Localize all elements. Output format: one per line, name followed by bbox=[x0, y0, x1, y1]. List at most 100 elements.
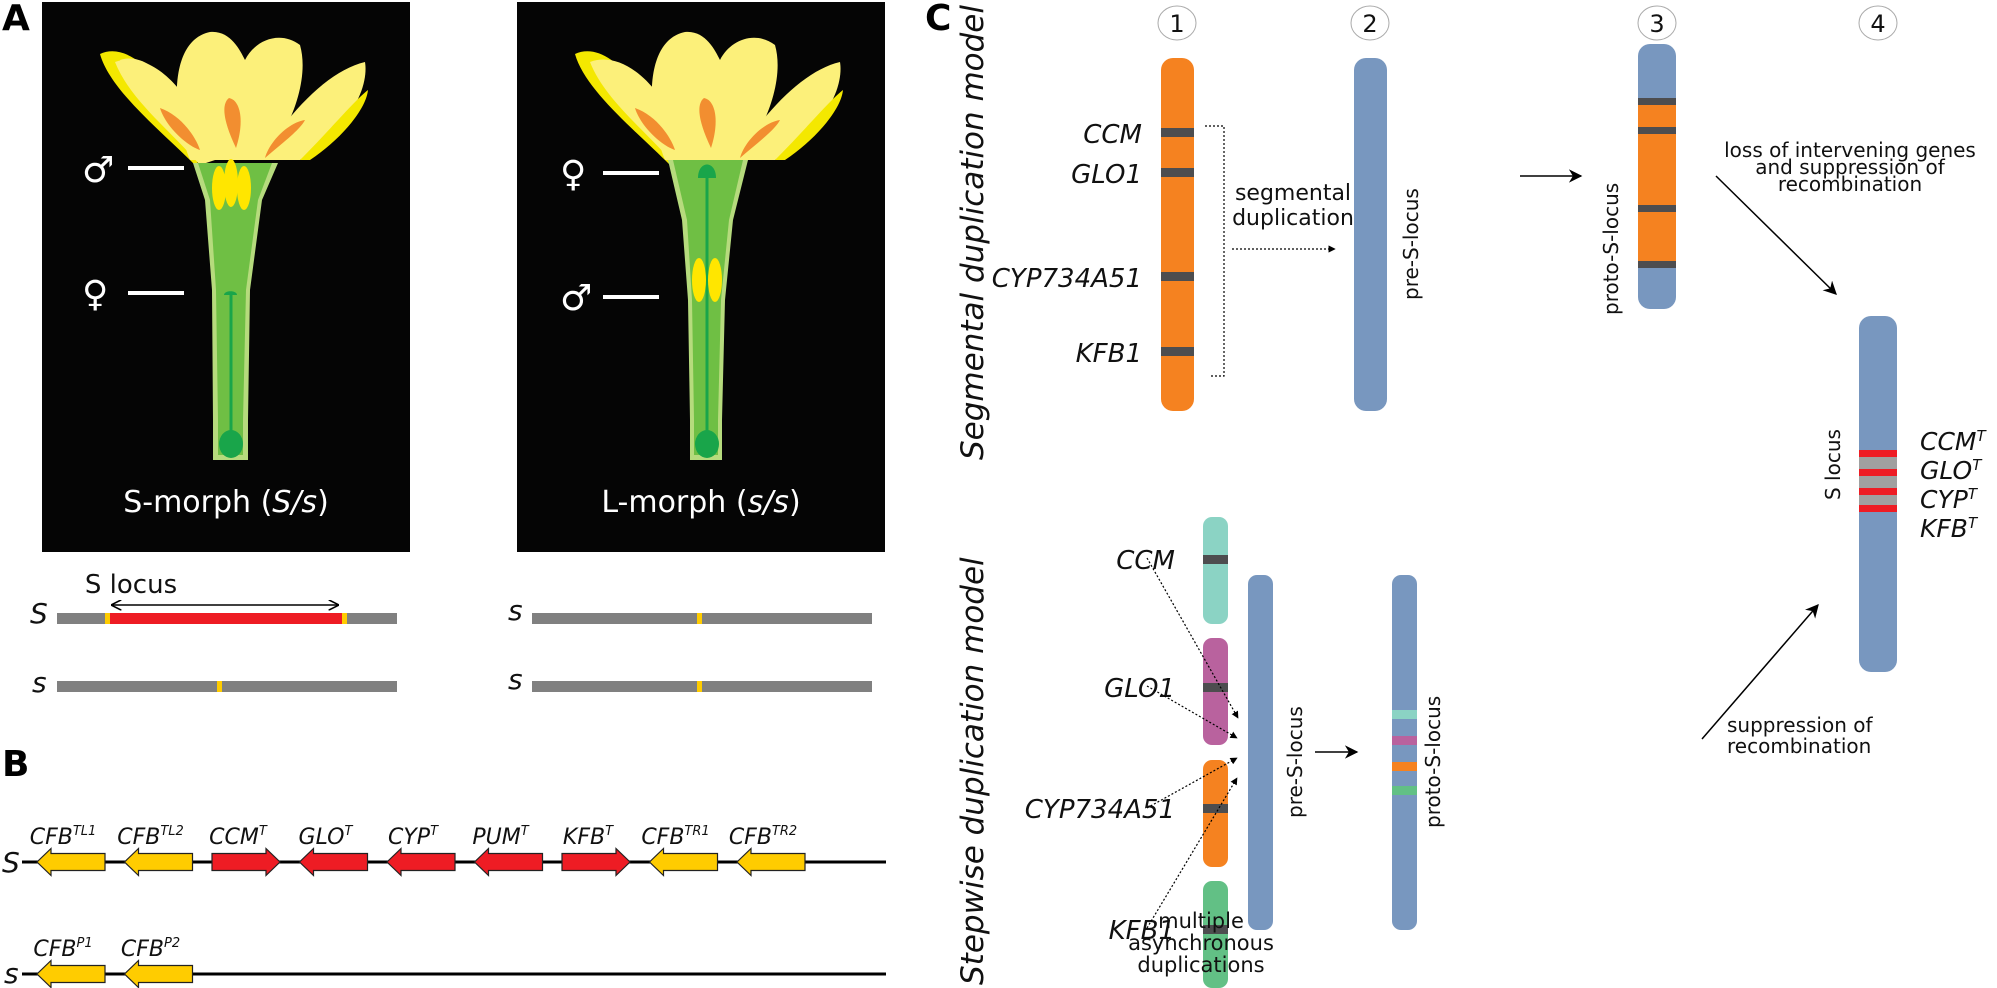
gene-label: GLO1 bbox=[1071, 160, 1142, 190]
gene-label: KFBT bbox=[1920, 514, 1979, 543]
stepwise-model-title: Stepwise duplication model bbox=[955, 557, 991, 985]
gene-band bbox=[1859, 450, 1897, 457]
gene-label: KFB1 bbox=[1109, 916, 1175, 946]
gene-label: CFBP2 bbox=[121, 936, 180, 962]
s-morph-caption: S-morph (S/s) bbox=[123, 485, 329, 520]
gene-arrow-cyp-t bbox=[386, 847, 456, 877]
locus-marker bbox=[697, 681, 702, 692]
haplotype-label-S: S bbox=[30, 597, 48, 630]
suppression-label-line2: recombination bbox=[1727, 734, 1871, 758]
step-circle bbox=[1637, 5, 1677, 41]
s-gene-arrows: CFBP1 CFBP2 bbox=[33, 936, 194, 988]
duplication-arrow bbox=[1146, 777, 1238, 929]
loss-label-line2: and suppression of bbox=[1755, 155, 1945, 179]
flank-marker bbox=[342, 613, 347, 624]
gene-arrow-cfb-p1 bbox=[36, 959, 106, 988]
proto-s-locus-label: proto-S-locus bbox=[1599, 183, 1623, 315]
gene-arrow-kfb-t bbox=[561, 847, 631, 877]
gene-band bbox=[1161, 128, 1194, 137]
gene-band bbox=[1859, 505, 1897, 512]
stepwise-pre-s-locus-chromosome bbox=[1248, 575, 1273, 930]
male-symbol: ♂ bbox=[560, 278, 592, 319]
duplication-arrow bbox=[1146, 685, 1238, 739]
duplications-label: duplications bbox=[1137, 953, 1264, 977]
stepwise-ancestral-chromosomes: CCM GLO1 CYP734A51 KFB1 bbox=[1025, 517, 1228, 988]
haplotype-label-s: s bbox=[32, 666, 47, 699]
suppression-arrow bbox=[1701, 603, 1819, 740]
gene-band bbox=[1859, 488, 1897, 495]
gene-label: CFBTL2 bbox=[117, 824, 184, 850]
asynchronous-label: asynchronous bbox=[1128, 931, 1274, 955]
chromosome bbox=[1161, 58, 1194, 411]
gene-band-ccm bbox=[1392, 710, 1417, 719]
gene-band bbox=[1638, 205, 1676, 212]
gene-band bbox=[1638, 261, 1676, 268]
haplotype-bar bbox=[57, 681, 397, 692]
duplication-bracket bbox=[1205, 125, 1225, 377]
duplication-arrow bbox=[1146, 557, 1239, 719]
gene-band bbox=[1638, 127, 1676, 134]
locus-marker bbox=[217, 681, 222, 692]
s-morph-flower: ♂ ♀ S-morph (S/s) bbox=[42, 2, 410, 552]
segmental-label: segmental bbox=[1235, 181, 1351, 206]
final-s-locus-chromosome bbox=[1859, 316, 1897, 672]
flower-petals bbox=[100, 31, 368, 165]
gene-label: PUMT bbox=[472, 824, 529, 850]
stepwise-proto-chromosome bbox=[1392, 575, 1417, 930]
s-locus-region bbox=[110, 613, 342, 624]
stepwise-proto-s-locus-label: proto-S-locus bbox=[1421, 696, 1445, 828]
gene-band bbox=[1203, 925, 1228, 934]
final-gene-labels: CCMT GLOT CYPT KFBT bbox=[1920, 427, 1987, 543]
gene-band bbox=[1203, 555, 1228, 564]
gene-arrow-cfb-p2 bbox=[123, 959, 194, 988]
l-morph-haplotypes: s s bbox=[508, 594, 872, 696]
gene-band bbox=[1638, 98, 1676, 105]
segmental-model-title: Segmental duplication model bbox=[955, 5, 991, 460]
female-symbol: ♀ bbox=[560, 154, 586, 195]
step-circle bbox=[1350, 5, 1390, 41]
gene-band bbox=[1161, 272, 1194, 281]
pre-s-locus-label: pre-S-locus bbox=[1399, 188, 1423, 300]
step-number: 4 bbox=[1870, 10, 1885, 38]
gene-label: CFBP1 bbox=[33, 936, 92, 962]
gene-label: GLOT bbox=[299, 824, 354, 850]
female-pointer bbox=[603, 171, 659, 175]
s-locus-label: S locus bbox=[85, 570, 177, 600]
locus-marker bbox=[697, 613, 702, 624]
gene-label: CCM bbox=[1083, 120, 1142, 150]
suppression-label-line1: suppression of bbox=[1727, 713, 1873, 737]
gene-band bbox=[1203, 683, 1228, 692]
step-markers: 1 2 3 4 bbox=[1157, 5, 1898, 41]
chromosome bbox=[1392, 575, 1417, 930]
gene-arrow-cfb-tl2 bbox=[123, 847, 194, 877]
flank-marker bbox=[105, 613, 110, 624]
gene-label: CYP734A51 bbox=[992, 264, 1142, 294]
male-symbol: ♂ bbox=[82, 150, 114, 191]
step-number: 1 bbox=[1169, 10, 1184, 38]
duplication-label: duplication bbox=[1232, 206, 1354, 231]
gene-label: CFBTL1 bbox=[30, 824, 97, 850]
gene-label: CYPT bbox=[388, 824, 439, 850]
step-number: 2 bbox=[1362, 10, 1377, 38]
loss-arrow bbox=[1715, 175, 1837, 295]
l-morph-caption: L-morph (s/s) bbox=[601, 485, 800, 520]
ovary bbox=[695, 430, 719, 458]
flower-tube bbox=[198, 163, 272, 455]
b-haplotype-label-s: s bbox=[4, 957, 19, 988]
anthers bbox=[692, 258, 722, 302]
gene-band bbox=[1203, 804, 1228, 813]
s-locus-region bbox=[1859, 450, 1897, 512]
male-pointer bbox=[603, 295, 659, 299]
s-morph-haplotypes: S locus S s bbox=[30, 570, 397, 699]
step-circle bbox=[1157, 5, 1197, 41]
gene-label: CCMT bbox=[209, 824, 268, 850]
segmental-ancestral-chromosome: CCM GLO1 CYP734A51 KFB1 bbox=[992, 58, 1194, 411]
panel-letter-b: B bbox=[2, 744, 29, 785]
gene-arrow-cfb-tr2 bbox=[736, 847, 806, 877]
female-pointer bbox=[128, 291, 184, 295]
gene-label: GLOT bbox=[1920, 456, 1983, 485]
stigma bbox=[698, 164, 716, 178]
female-symbol: ♀ bbox=[82, 274, 108, 315]
